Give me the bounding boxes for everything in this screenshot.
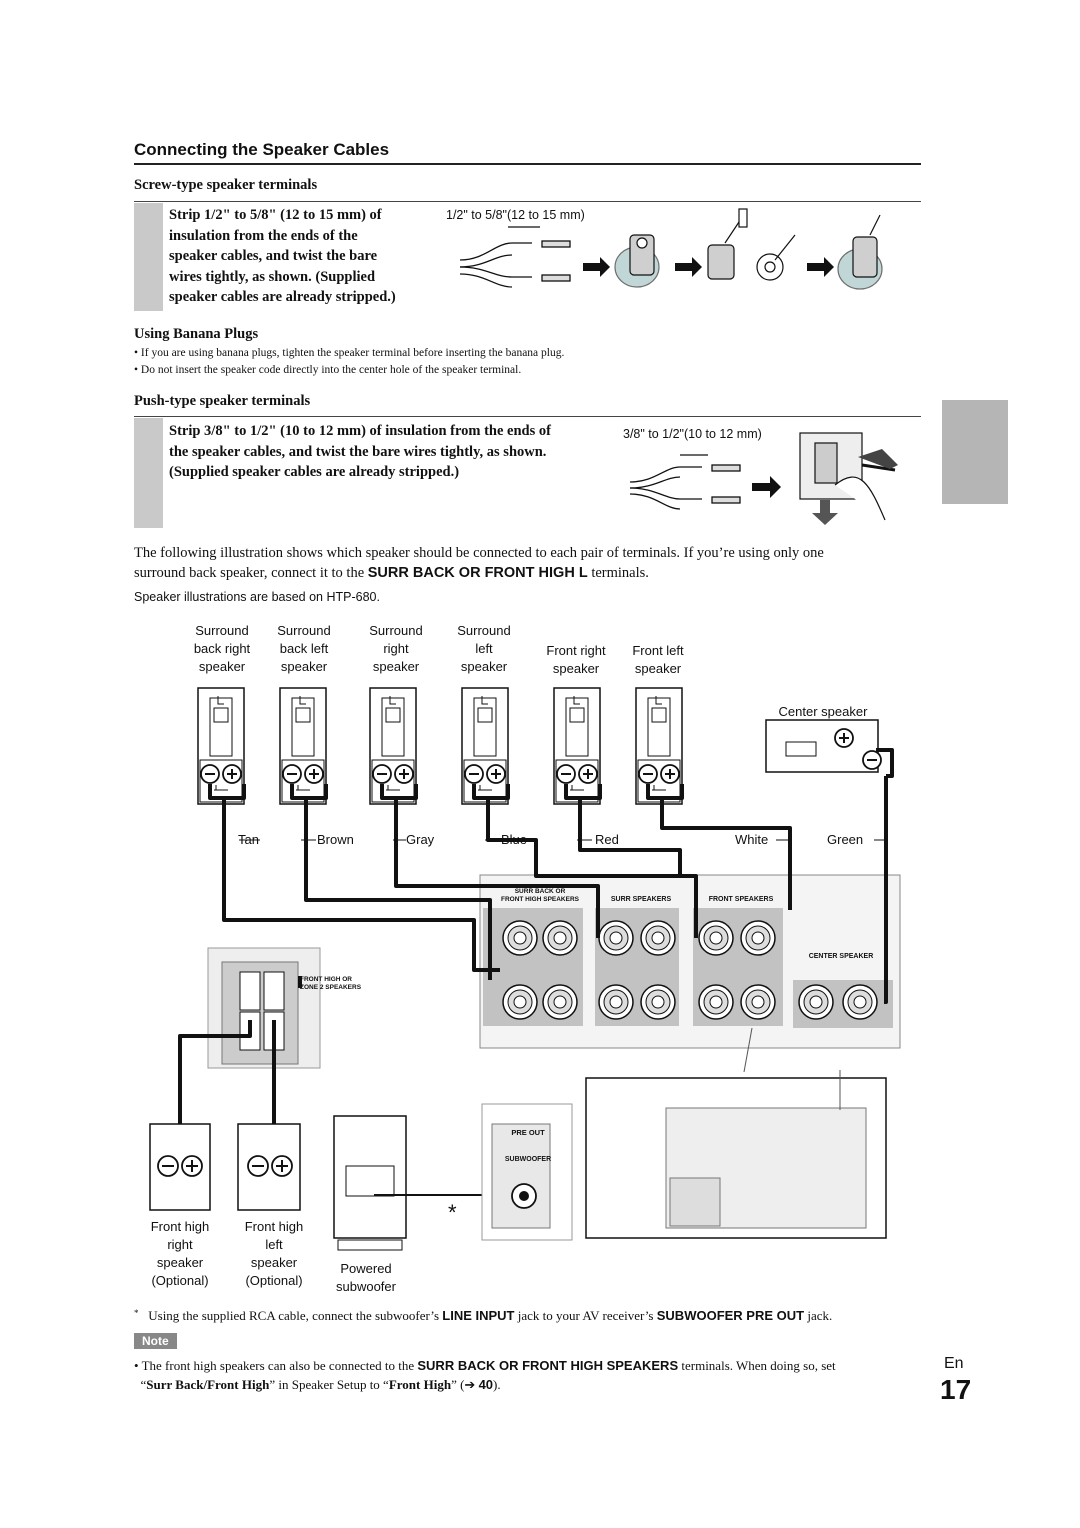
panel-label-subwoofer: SUBWOOFER: [504, 1156, 552, 1163]
screw-dimension: 1/2" to 5/8"(12 to 15 mm): [446, 208, 585, 222]
asterisk-mark: *: [448, 1200, 457, 1225]
terminal-knob-icon: [614, 234, 660, 288]
screw-rule: [134, 201, 921, 202]
speaker-front-high-left: [237, 1123, 301, 1211]
panel-label-surr: SURR SPEAKERS: [610, 896, 672, 903]
panel-label-pre-out: PRE OUT: [511, 1128, 545, 1137]
pre-out-panel: [481, 1103, 573, 1241]
wire-label-tan: Tan: [238, 832, 259, 847]
speaker-label-center: Center speaker: [778, 704, 868, 719]
screw-terminal-illustration: [459, 208, 883, 290]
page-language: En: [944, 1355, 964, 1372]
based-on-note: Speaker illustrations are based on HTP-6…: [134, 590, 380, 604]
speaker-surround-right: [369, 687, 417, 805]
terminal-knob-icon: [837, 214, 883, 290]
speaker-front-left: [635, 687, 683, 805]
wire-label-green: Green: [827, 832, 864, 847]
receiver-terminal-panel: [479, 874, 901, 1049]
speaker-center: [765, 719, 882, 773]
push-terminal-icon: [799, 432, 896, 521]
screw-step-text: Strip 1/2" to 5/8" (12 to 15 mm) of insu…: [169, 207, 396, 305]
speaker-surround-back-left: [279, 687, 327, 805]
note-text: • The front high speakers can also be co…: [134, 1358, 836, 1392]
intro-paragraph: The following illustration shows which s…: [134, 545, 824, 581]
push-dimension: 3/8" to 1/2"(10 to 12 mm): [623, 427, 762, 441]
speaker-front-high-right: [149, 1123, 211, 1211]
step-sidebar: [134, 418, 163, 528]
wire-label-brown: Brown: [317, 832, 354, 847]
speaker-surround-back-right: [197, 687, 245, 805]
screw-heading: Screw-type speaker terminals: [134, 177, 318, 193]
receiver-rear-panel: [585, 1027, 887, 1239]
push-rule: [134, 416, 921, 417]
terminal-knob-icon: [707, 208, 748, 280]
step-sidebar: [134, 203, 163, 311]
banana-bullets: • If you are using banana plugs, tighten…: [134, 347, 565, 376]
section-title: Connecting the Speaker Cables: [134, 140, 390, 159]
footnote: * Using the supplied RCA cable, connect …: [134, 1308, 833, 1323]
panel-label-center: CENTER SPEAKER: [808, 953, 874, 960]
note-badge: Note: [134, 1333, 177, 1349]
page-tab: [942, 400, 1008, 504]
banana-heading: Using Banana Plugs: [134, 326, 259, 342]
section-rule: [134, 163, 921, 165]
speaker-surround-left: [461, 687, 509, 805]
powered-subwoofer: [333, 1115, 407, 1251]
wire-label-blue: Blue: [501, 832, 528, 847]
push-heading: Push-type speaker terminals: [134, 393, 311, 409]
speaker-wiring-diagram: [149, 687, 901, 1251]
panel-label-front: FRONT SPEAKERS: [708, 896, 774, 903]
wire-label-red: Red: [595, 832, 619, 847]
push-step-text: Strip 3/8" to 1/2" (10 to 12 mm) of insu…: [169, 423, 551, 480]
page-number: 17: [940, 1374, 972, 1405]
speaker-front-right: [553, 687, 601, 805]
wire-label-white: White: [735, 832, 769, 847]
push-terminal-illustration: [629, 432, 898, 525]
front-high-terminal-panel: [207, 947, 321, 1069]
wire-label-gray: Gray: [406, 832, 435, 847]
wire-wrap-icon: [756, 234, 796, 281]
